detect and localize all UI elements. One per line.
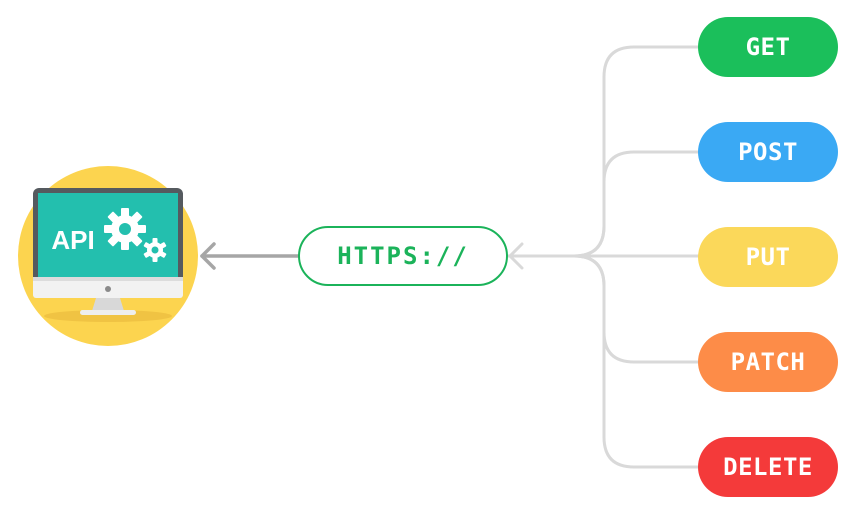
method-post: POST [698,122,838,182]
api-label: API [51,225,94,255]
method-post-label: POST [738,138,798,166]
method-delete: DELETE [698,437,838,497]
arrow-to-client [200,242,300,270]
gear-icon [104,208,167,262]
method-patch: PATCH [698,332,838,392]
method-patch-label: PATCH [730,348,806,376]
method-delete-label: DELETE [723,453,813,481]
method-get-label: GET [745,33,791,61]
https-protocol-node: HTTPS:// [298,226,508,286]
connector-post [506,150,700,258]
method-put-label: PUT [745,243,791,271]
method-put: PUT [698,227,838,287]
api-client-icon: API [18,166,198,346]
arrowhead-into-protocol [507,242,524,270]
method-connectors [506,45,700,469]
method-get: GET [698,17,838,77]
computer-monitor-icon [33,188,183,315]
https-label: HTTPS:// [337,242,469,270]
connector-delete [506,254,700,469]
